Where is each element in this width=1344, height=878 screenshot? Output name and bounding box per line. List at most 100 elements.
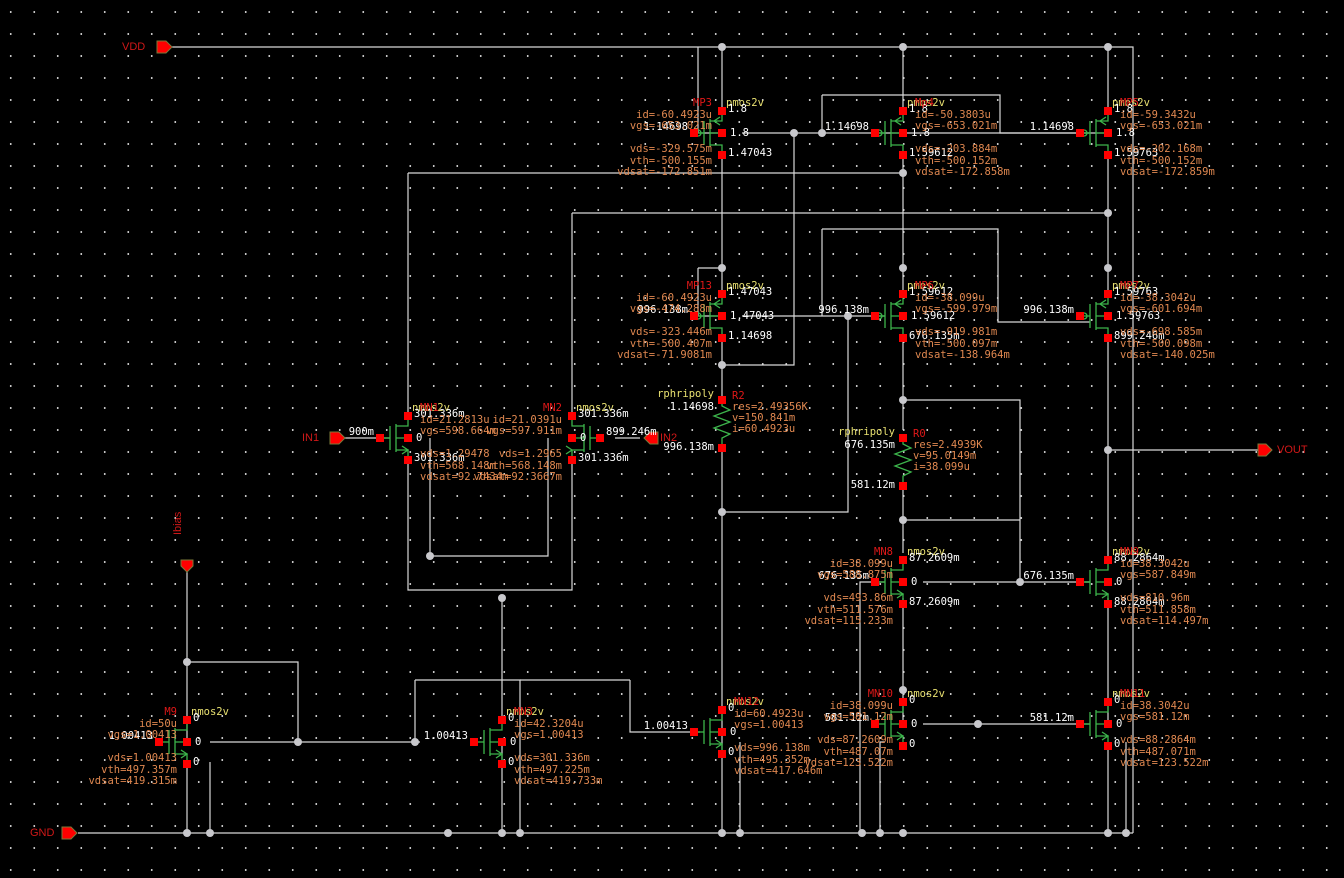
mn3-drain-voltage: 0 — [508, 756, 515, 768]
junction-dot — [294, 738, 302, 746]
ibias-pin-icon — [180, 559, 194, 573]
terminal-marker — [1076, 578, 1084, 586]
gnd-pin-icon — [61, 826, 78, 840]
mn1-vth: vth=568.148m — [420, 459, 496, 472]
mp4-vth: vth=-500.152m — [915, 154, 998, 167]
mn8-id: id=38.099u — [829, 557, 893, 570]
r0-name: R0 — [913, 428, 926, 440]
mp13-gate-voltage: 996.138m — [637, 304, 688, 316]
mp3-vth: vth=-500.155m — [629, 154, 712, 167]
mn2-vgs: vgs=597.911m — [486, 425, 562, 437]
junction-dot — [718, 361, 726, 369]
mn11-vds: vds=88.2864m — [1120, 734, 1196, 746]
mp13-name: MP13 — [686, 280, 712, 292]
terminal-marker — [718, 312, 726, 320]
wires — [78, 46, 1262, 834]
vdd-pin-label: VDD — [122, 41, 146, 53]
junction-dot — [790, 129, 798, 137]
junction-dot — [444, 829, 452, 837]
junction-dot — [1104, 209, 1112, 217]
terminal-marker — [718, 290, 726, 298]
mn9-vds: vds=810.96m — [1120, 592, 1190, 604]
mp7-cell-name: pmos2v — [1112, 280, 1150, 292]
ibias-pin-label: Ibias — [172, 511, 184, 535]
terminal-marker — [376, 434, 384, 442]
vout-pin-icon — [1257, 443, 1273, 457]
mn8-cell-name: nmos2v — [907, 546, 945, 558]
mp13-id: id=-60.4923u — [636, 291, 712, 304]
mn3-bulk-voltage: 0 — [510, 736, 517, 748]
terminal-marker — [899, 107, 907, 115]
junction-dot — [718, 508, 726, 516]
r0-top-voltage: 676.135m — [844, 439, 895, 451]
r2-cell-name: rphripoly — [657, 388, 714, 400]
junction-dot — [858, 829, 866, 837]
terminal-marker — [718, 444, 726, 452]
mp5-bulk-voltage: 1.8 — [1116, 127, 1135, 139]
terminal-marker — [871, 129, 879, 137]
mn8-bulk-voltage: 0 — [911, 576, 918, 588]
terminal-marker — [718, 728, 726, 736]
mn2-cell-name: nmos2v — [576, 402, 614, 414]
mp5-id: id=-59.3432u — [1120, 108, 1196, 121]
mn10-gate-voltage: 581.12m — [824, 712, 869, 724]
terminal-marker — [899, 434, 907, 442]
mn12-gate-voltage: 1.00413 — [643, 720, 688, 732]
mn2-bulk-voltage: 0 — [580, 432, 587, 444]
m9-drain-voltage: 0 — [193, 756, 200, 768]
terminal-marker — [498, 716, 506, 724]
junction-dot — [899, 264, 907, 272]
mp4-drain-voltage: 1.59612 — [909, 147, 954, 159]
mn12-vdsat: vdsat=417.646m — [734, 765, 823, 777]
junction-dot — [876, 829, 884, 837]
mn12-drain-voltage: 0 — [728, 746, 735, 758]
mn2-source-voltage: 301.336m — [578, 408, 629, 420]
terminal-marker — [1104, 578, 1112, 586]
terminal-marker — [899, 290, 907, 298]
r2-res: res=2.49356K — [732, 401, 808, 413]
junction-dot — [1104, 829, 1112, 837]
mp7-vgs: vgs=-601.694m — [1120, 303, 1203, 315]
terminal-marker — [718, 334, 726, 342]
terminal-marker — [183, 738, 191, 746]
r0-bottom-voltage: 581.12m — [850, 479, 895, 491]
mp5-gate-voltage: 1.14698 — [1029, 121, 1074, 133]
mp4-name: Mp4 — [915, 97, 934, 109]
mn12-vth: vth=495.352m — [734, 753, 810, 766]
terminal-marker — [183, 760, 191, 768]
junction-dot — [1016, 578, 1024, 586]
r0-i: i=38.099u — [913, 461, 970, 473]
terminal-marker — [899, 578, 907, 586]
mn10-vth: vth=487.07m — [823, 745, 893, 758]
mn10-cell-name: nmos2v — [907, 688, 945, 700]
mn8-vdsat: vdsat=115.233m — [804, 615, 893, 627]
mp5-vds: vds=-202.168m — [1120, 143, 1203, 155]
mn10-vgs: vgs=581.12m — [823, 711, 893, 723]
mp5-vdsat: vdsat=-172.859m — [1120, 166, 1215, 178]
terminal-marker — [568, 434, 576, 442]
mp7-id: id=-38.3042u — [1120, 291, 1196, 304]
terminal-marker — [404, 456, 412, 464]
terminal-marker — [690, 728, 698, 736]
mp6-cell-name: pmos2v — [907, 280, 945, 292]
mp4-id: id=-50.3803u — [915, 108, 991, 121]
mp5-vgs: vgs=-653.021m — [1120, 120, 1203, 132]
mp4-vdsat: vdsat=-172.858m — [915, 166, 1010, 178]
mp6-id: id=-38.099u — [915, 291, 985, 304]
junction-dot — [899, 396, 907, 404]
mn9-drain-voltage: 88.2864m — [1114, 596, 1165, 608]
terminal-marker — [899, 129, 907, 137]
junction-dot — [818, 129, 826, 137]
terminal-marker — [718, 151, 726, 159]
junction-dot — [899, 516, 907, 524]
m9-vdsat: vdsat=419.315m — [88, 775, 177, 787]
m9-vgs: vgs=1.00413 — [107, 729, 177, 741]
junction-dot — [1122, 829, 1130, 837]
terminal-marker — [1104, 556, 1112, 564]
in2-pin-icon — [643, 431, 659, 445]
mn11-vdsat: vdsat=123.522m — [1120, 757, 1209, 769]
mn2-vds: vds=1.2965 — [498, 448, 562, 460]
terminal-marker — [899, 482, 907, 490]
terminal-marker — [1104, 720, 1112, 728]
